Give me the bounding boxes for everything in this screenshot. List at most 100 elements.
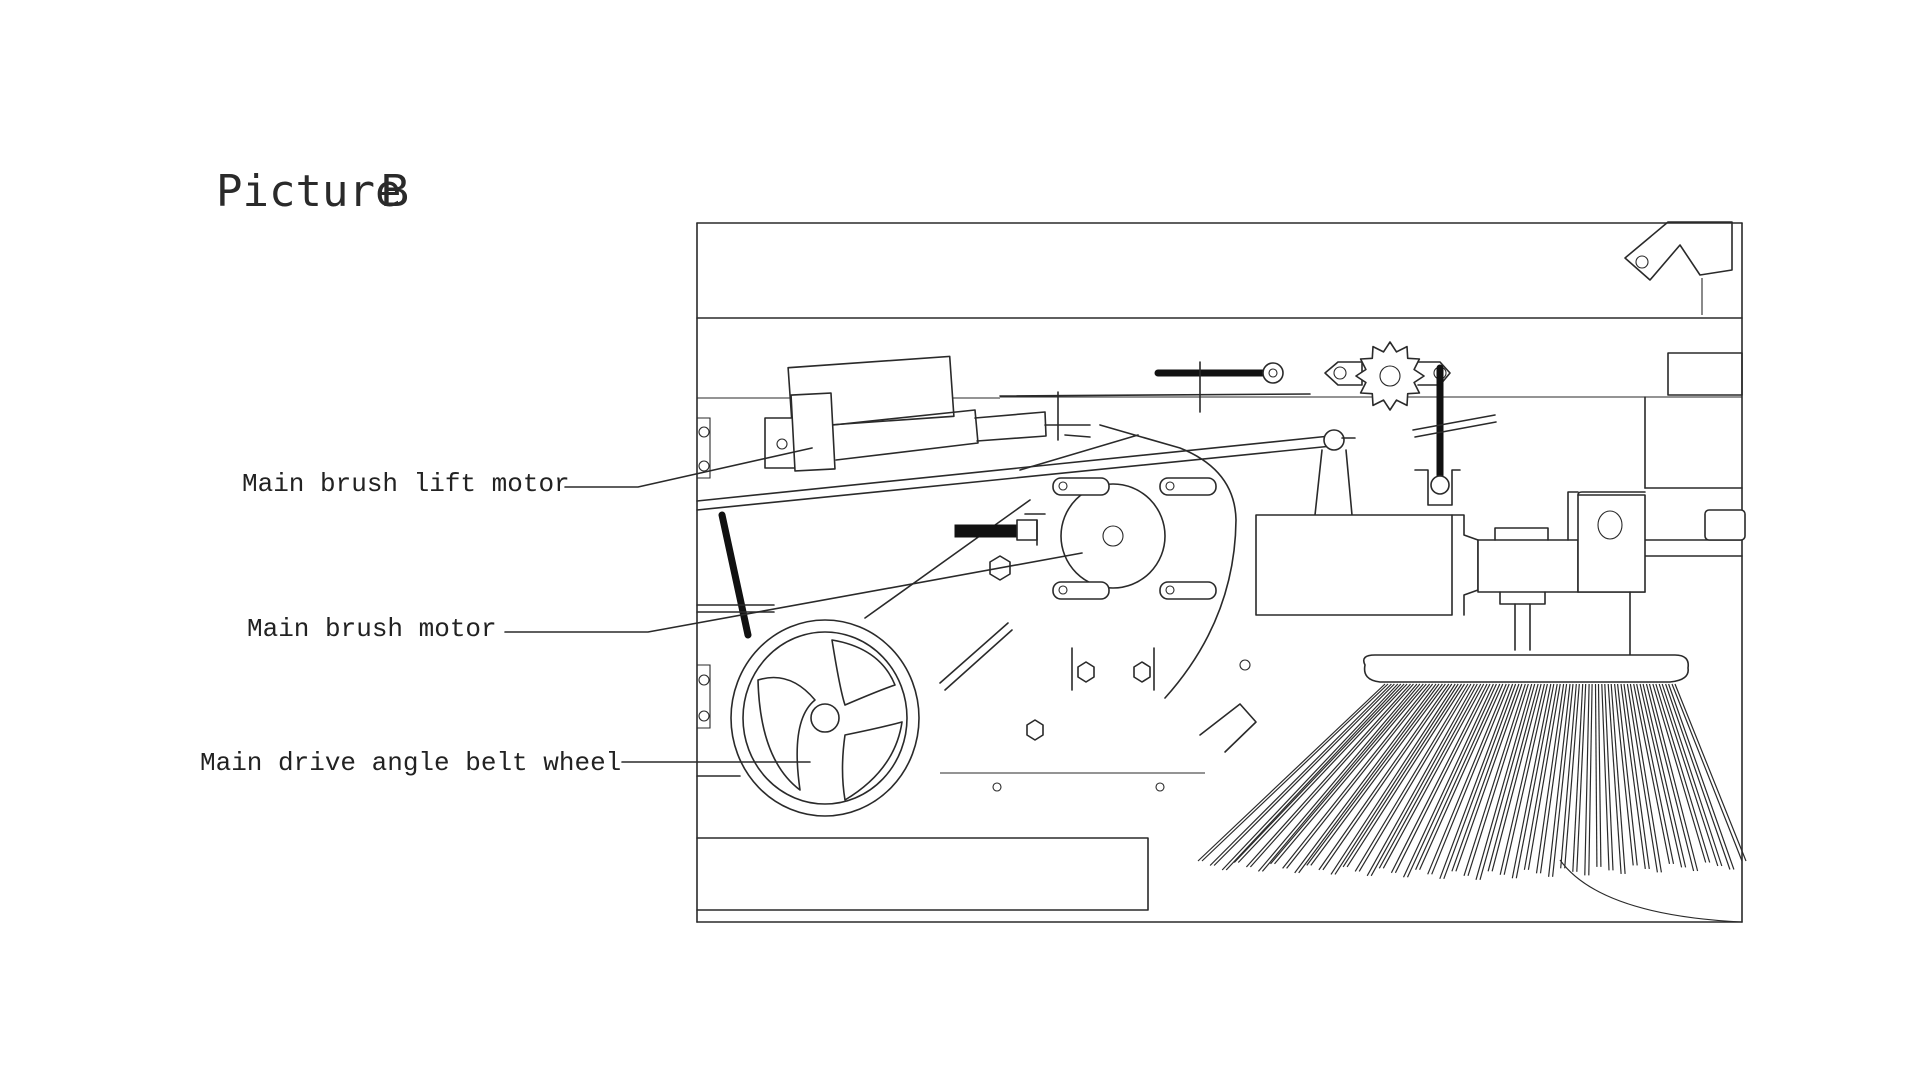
bristle <box>1330 683 1456 875</box>
machine-frame <box>696 221 1743 923</box>
bristle <box>1607 683 1622 874</box>
bristle <box>1552 683 1574 877</box>
bristle <box>1415 683 1501 871</box>
bristle <box>1636 683 1675 865</box>
title-letter: B <box>380 166 410 217</box>
label-belt-wheel: Main drive angle belt wheel <box>200 748 621 778</box>
bristle <box>1515 683 1555 879</box>
bristle <box>1346 683 1466 868</box>
brush-motor-drawing <box>864 424 1257 753</box>
bristle <box>1294 683 1437 874</box>
bristle <box>1626 683 1658 873</box>
bristle <box>1270 683 1424 865</box>
bristle <box>1370 683 1478 877</box>
bristle <box>1655 683 1711 863</box>
bristle <box>1594 683 1598 867</box>
bristle <box>1639 683 1683 868</box>
bristle <box>1614 683 1634 866</box>
bristle <box>1318 683 1450 871</box>
bristle <box>1306 683 1443 866</box>
bristle <box>1633 683 1671 865</box>
bristle <box>1334 683 1459 875</box>
gearbox-drawing <box>1255 491 1746 661</box>
bristle <box>1564 683 1580 869</box>
bristle <box>1642 683 1687 868</box>
bristle <box>1674 683 1747 862</box>
bristle <box>1527 683 1561 870</box>
bristle <box>1572 683 1584 872</box>
callout-lift-motor: Main brush lift motor <box>242 447 813 499</box>
bristle <box>1648 683 1699 872</box>
bristle <box>1382 683 1485 869</box>
bristle <box>1366 683 1475 877</box>
bristle <box>1576 683 1587 872</box>
bristle <box>1237 683 1408 863</box>
bristle <box>1597 683 1602 867</box>
label-lift-motor: Main brush lift motor <box>242 469 570 499</box>
bristle <box>1499 683 1545 875</box>
bristle <box>1455 683 1523 872</box>
bristle <box>1658 683 1719 867</box>
bristle <box>1548 683 1571 877</box>
bristle <box>1286 683 1434 869</box>
title-prefix: Picture <box>216 166 401 217</box>
bristle <box>1629 683 1662 873</box>
bristle <box>1322 683 1453 871</box>
sprocket-assembly <box>1324 341 1497 506</box>
bristle <box>1342 683 1463 868</box>
bristle <box>1201 683 1389 862</box>
bristle <box>1390 683 1488 874</box>
bristle <box>1475 683 1533 880</box>
bristle <box>1354 683 1469 872</box>
bristle <box>1463 683 1526 876</box>
bristle <box>1560 683 1577 869</box>
bristle <box>1209 683 1392 866</box>
bristle <box>1282 683 1431 869</box>
bristle <box>1245 683 1411 868</box>
bristle <box>1378 683 1482 869</box>
bristle <box>1431 683 1510 875</box>
bristle <box>1479 683 1536 880</box>
bristle <box>1661 683 1723 867</box>
bristle <box>1358 683 1472 872</box>
bristle <box>1668 683 1735 870</box>
bristle <box>1503 683 1548 875</box>
bristle <box>1645 683 1695 872</box>
bristle <box>1535 683 1565 874</box>
bristle <box>1620 683 1646 869</box>
bristle <box>1671 683 1743 862</box>
bristle <box>1617 683 1638 866</box>
bristle <box>1451 683 1520 872</box>
bristle <box>1584 683 1590 876</box>
sprocket-hub <box>1379 365 1401 387</box>
bristle <box>1233 683 1405 863</box>
belt-wheel-drawing <box>696 511 920 817</box>
bristle <box>1406 683 1497 878</box>
bristle <box>1491 683 1542 872</box>
bristle <box>1274 683 1427 865</box>
brush-bristles <box>1197 683 1747 880</box>
bristle <box>1467 683 1529 876</box>
bristle <box>1523 683 1558 870</box>
bristle <box>1652 683 1707 863</box>
sprocket <box>1355 341 1425 411</box>
bristle <box>1604 683 1614 871</box>
bristle <box>1439 683 1514 880</box>
bristle <box>1225 683 1402 871</box>
bristle <box>1487 683 1539 872</box>
bristle <box>1539 683 1568 874</box>
bristle <box>1419 683 1504 871</box>
bristle <box>1588 683 1593 876</box>
bristle <box>1402 683 1494 878</box>
bristle <box>1623 683 1650 869</box>
bristle <box>1298 683 1440 874</box>
bristle <box>1213 683 1395 866</box>
bristle <box>1257 683 1418 872</box>
bristle <box>1310 683 1446 866</box>
bristle <box>1610 683 1626 874</box>
bristle <box>1261 683 1421 872</box>
callout-belt-wheel: Main drive angle belt wheel <box>200 748 811 778</box>
bristle <box>1665 683 1731 870</box>
bristle <box>1511 683 1552 879</box>
bristle <box>1249 683 1414 868</box>
